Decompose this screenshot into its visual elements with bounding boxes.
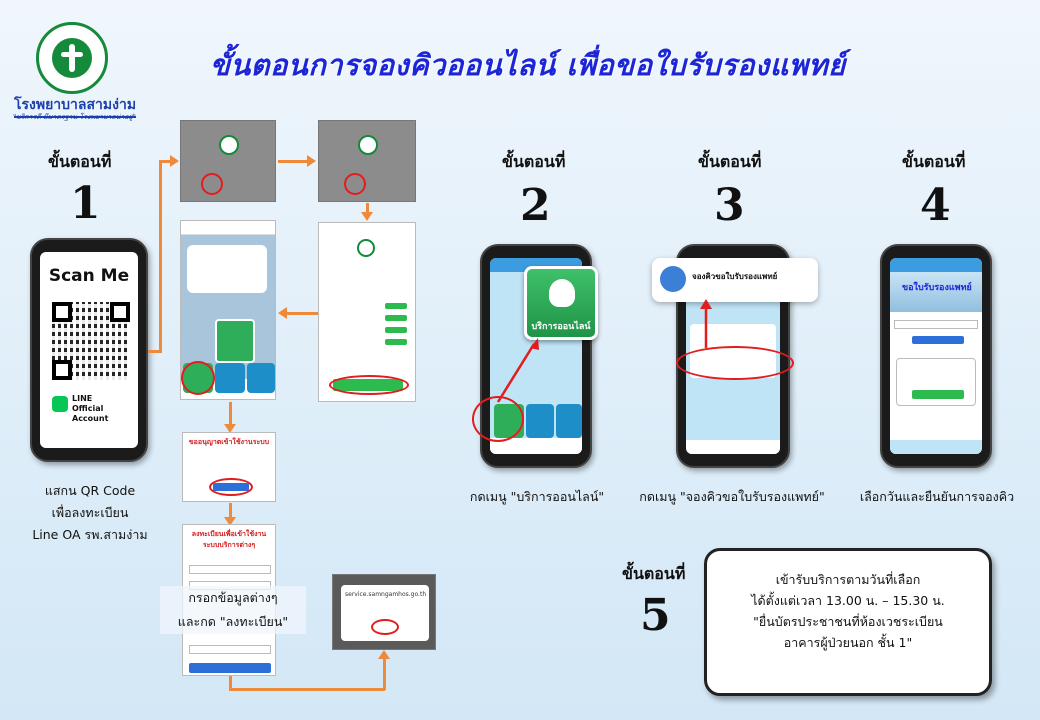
step-1-caption: แสกน QR Code เพื่อลงทะเบียน Line OA รพ.ส…: [32, 483, 148, 542]
line-label: LINE: [72, 394, 93, 403]
page-title: ขั้นตอนการจองคิวออนไลน์ เพื่อขอใบรับรองแ…: [210, 48, 846, 82]
step-5-line-2: ได้ตั้งแต่เวลา 13.00 น. – 15.30 น.: [751, 593, 945, 608]
booking-card-title: จองคิวขอใบรับรองแพทย์: [692, 272, 778, 281]
step-5-line-4: อาคารผู้ป่วยนอก ชั้น 1": [783, 635, 913, 650]
line-chat-screenshot: [180, 220, 276, 400]
step-3-label: ขั้นตอนที่: [698, 152, 762, 171]
step-2-red-arrow: [496, 338, 539, 403]
step-5-line-3: "ยื่นบัตรประชาชนที่ห้องเวชระเบียน: [753, 614, 943, 629]
step-2-number: 2: [520, 180, 551, 231]
online-service-highlight: [181, 361, 215, 395]
step-2-caption: กดเมนู "บริการออนไลน์": [469, 489, 605, 504]
step-5-label: ขั้นตอนที่: [622, 564, 686, 583]
scan-phone: Scan Me LINE Official Account: [30, 238, 148, 462]
allow-button-highlight: [329, 375, 409, 395]
scan-me-title: Scan Me: [48, 266, 130, 286]
step-4-header: ขอใบรับรองแพทย์: [902, 283, 972, 293]
booking-card-zoom[interactable]: จองคิวขอใบรับรองแพทย์: [652, 258, 818, 302]
step-4-label: ขั้นตอนที่: [902, 152, 966, 171]
step-2-label: ขั้นตอนที่: [502, 152, 566, 171]
step-5-box: เข้ารับบริการตามวันที่เลือก ได้ตั้งแต่เว…: [704, 548, 992, 696]
fill-info-caption: กรอกข้อมูลต่างๆ และกด "ลงทะเบียน": [160, 586, 306, 634]
step-5-number: 5: [640, 590, 671, 641]
line-profile-screenshot-1: [180, 120, 276, 202]
step-4-phone: ขอใบรับรองแพทย์: [880, 244, 992, 468]
step-4-number: 4: [920, 180, 951, 231]
online-service-label: บริการออนไลน์: [531, 322, 591, 332]
ok-button-highlight: [371, 619, 399, 635]
step-1-label: ขั้นตอนที่: [48, 152, 112, 171]
step-3-number: 3: [714, 180, 745, 231]
chat-button-highlight: [344, 173, 366, 195]
consent-button-highlight: [209, 478, 253, 496]
step-3-caption: กดเมนู "จองคิวขอใบรับรองแพทย์": [639, 489, 825, 504]
line-profile-screenshot-2: [318, 120, 416, 202]
line-official-account: Official Account: [72, 404, 109, 423]
popup-screenshot: service.samngamhos.go.th: [332, 574, 436, 650]
step-3-red-arrow: [700, 299, 712, 348]
step-1-number: 1: [70, 178, 101, 229]
step-4-caption: เลือกวันและยืนยันการจองคิว: [859, 489, 1015, 504]
online-service-menu-zoom[interactable]: บริการออนไลน์: [524, 266, 598, 340]
line-logo-icon: [52, 396, 68, 412]
register-consent-screenshot: ขออนุญาตเข้าใช้งานระบบ: [182, 432, 276, 502]
hospital-slogan: "บริการดี มีมาตรฐาน โรงพยาบาลน่าอยู่": [13, 113, 136, 121]
online-service-tile-highlight: [472, 396, 524, 442]
hospital-name: โรงพยาบาลสามง่าม: [14, 94, 137, 118]
add-friend-highlight: [201, 173, 223, 195]
booking-item-highlight: [676, 346, 794, 380]
step-5-line-1: เข้ารับบริการตามวันที่เลือก: [775, 572, 921, 587]
moph-logo-icon: [36, 22, 108, 94]
consent-screenshot: [318, 222, 416, 402]
